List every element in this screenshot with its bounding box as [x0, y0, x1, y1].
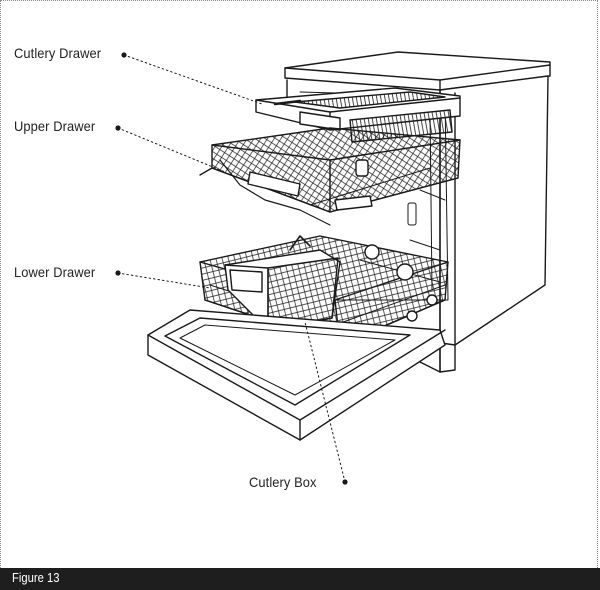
label-cutlery-drawer: Cutlery Drawer [14, 45, 102, 61]
leader-dots [115, 52, 348, 485]
figure-caption-bar: Figure 13 [0, 568, 600, 590]
dishwasher-worktop [284, 51, 551, 91]
upper-drawer-part [199, 127, 461, 226]
label-lower-drawer: Lower Drawer [14, 264, 96, 280]
figure-caption: Figure 13 [12, 571, 60, 585]
dishwasher-illustration [115, 51, 551, 485]
label-cutlery-box: Cutlery Box [249, 474, 317, 490]
cutlery-drawer-part [255, 87, 461, 143]
figure-frame [0, 0, 598, 568]
leader-lines [117, 54, 346, 483]
dishwasher-door [147, 309, 446, 441]
label-upper-drawer: Upper Drawer [14, 118, 96, 134]
cutlery-box-part [224, 235, 341, 331]
